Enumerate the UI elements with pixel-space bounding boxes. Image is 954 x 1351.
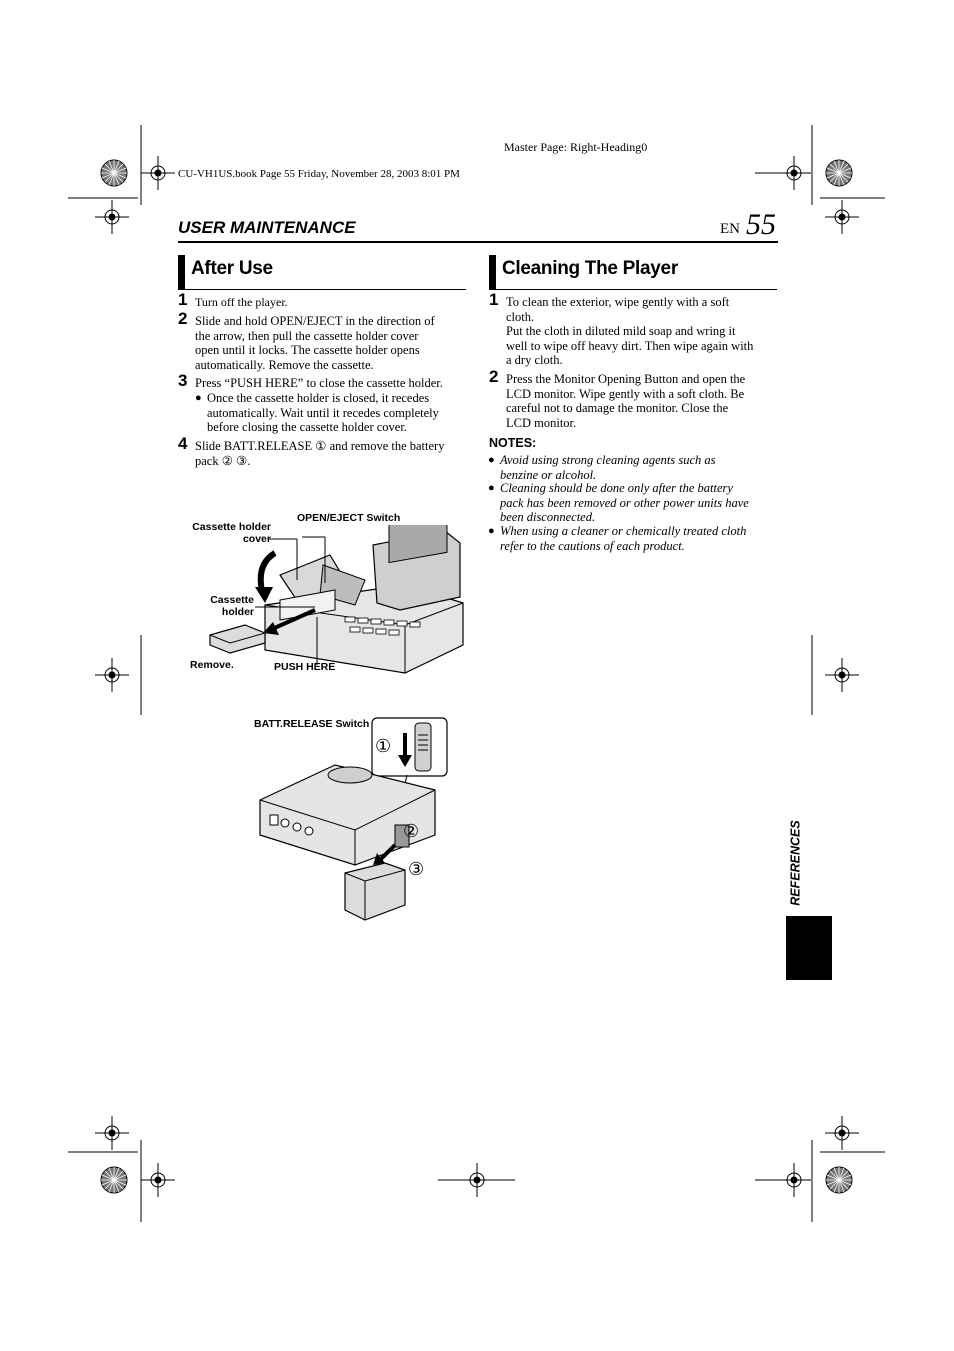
batt-release-label: BATT.RELEASE Switch [254,718,370,730]
bullet-mark: ● [488,482,495,494]
bullet-mark: ● [488,525,495,537]
heading-bar [178,255,185,289]
callout-1: ① [375,736,392,756]
step-text: Press the Monitor Opening Button and ope… [506,372,746,430]
holder-label: Cassette holder [210,594,254,618]
step-text: To clean the exterior, wipe gently with … [506,295,754,368]
step-number: 1 [178,290,188,309]
bullet-mark: ● [195,392,202,404]
step-text: Turn off the player. [195,295,288,309]
push-here-label: PUSH HERE [274,661,336,673]
heading-bar [489,255,496,289]
notes-title: NOTES: [489,436,537,450]
book-info: CU-VH1US.book Page 55 Friday, November 2… [178,168,460,180]
master-page-label: Master Page: Right-Heading0 [504,140,648,154]
step-text: Slide and hold OPEN/EJECT in the directi… [195,314,435,372]
cassette-illustration [209,525,464,674]
bullet-mark: ● [488,454,495,466]
step-number: 2 [489,367,499,386]
page-number: 55 [746,208,776,241]
cleaning-rule [489,289,777,290]
step-number: 3 [178,371,188,390]
cleaning-heading: Cleaning The Player [502,258,678,279]
note-text: When using a cleaner or chemically treat… [500,524,747,553]
callout-3: ③ [408,859,425,879]
callout-2: ② [403,821,420,841]
header-rule [178,241,778,243]
side-tab-block [786,916,832,980]
remove-label: Remove. [190,659,234,671]
step-number: 2 [178,309,188,328]
lang-code: EN [720,221,740,237]
section-title: USER MAINTENANCE [178,218,356,237]
step-number: 1 [489,290,499,309]
after-use-heading: After Use [191,258,273,279]
bullet-text: Once the cassette holder is closed, it r… [207,391,439,435]
step-text: Slide BATT.RELEASE ① and remove the batt… [195,439,445,468]
note-text: Avoid using strong cleaning agents such … [500,453,716,482]
note-text: Cleaning should be done only after the b… [500,481,749,525]
side-tab-label-wrap: REFERENCES [783,820,803,906]
battery-illustration [259,717,448,921]
after-use-rule [178,289,466,290]
step-text: Press “PUSH HERE” to close the cassette … [195,376,443,390]
step-number: 4 [178,434,188,453]
holder-cover-label: Cassette holder cover [192,521,271,545]
open-eject-label: OPEN/EJECT Switch [297,512,401,524]
side-tab-label: REFERENCES [788,820,803,906]
